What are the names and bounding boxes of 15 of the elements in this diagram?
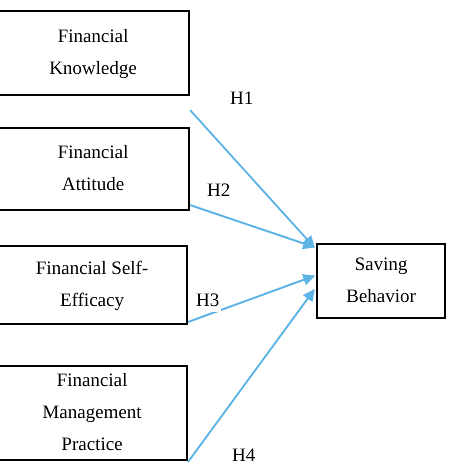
arrow <box>189 109 315 248</box>
arrow <box>187 289 315 463</box>
arrow <box>188 274 316 323</box>
box-label: Financial Attitude <box>56 141 130 197</box>
concept-box <box>0 10 190 96</box>
box-label: Financial Knowledge <box>48 25 138 81</box>
arrow <box>190 204 316 250</box>
box-label: Financial Management Practice <box>41 369 143 457</box>
concept-box <box>316 243 446 319</box>
concept-box <box>0 365 188 461</box>
box-label: Saving Behavior <box>346 253 416 309</box>
concept-box <box>0 245 188 325</box>
box-label: Financial Self-Efficacy <box>34 257 150 313</box>
edge-label: H3 <box>194 290 222 312</box>
concept-box <box>0 127 190 211</box>
